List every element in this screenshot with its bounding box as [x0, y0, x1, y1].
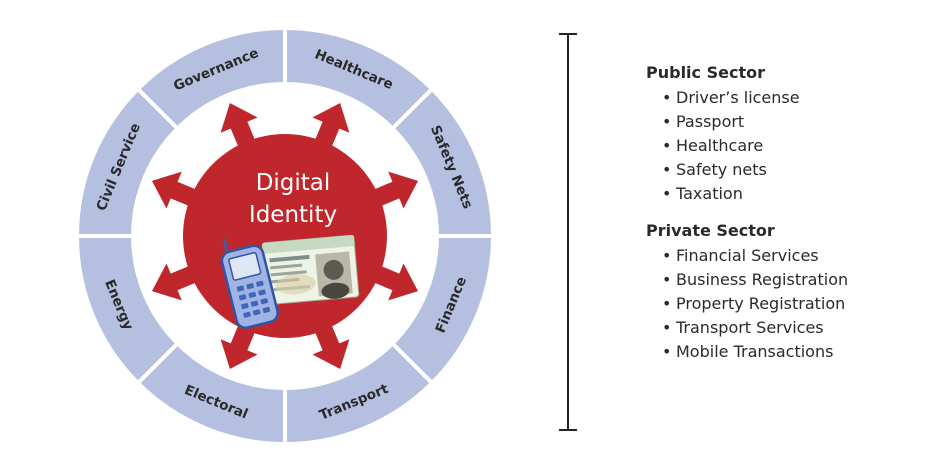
sector-items: Driver’s licensePassportHealthcareSafety…	[646, 86, 932, 206]
arrow	[220, 321, 258, 370]
sector-title: Public Sector	[646, 63, 765, 82]
list-item: Financial Services	[662, 244, 932, 268]
arrow	[151, 263, 200, 301]
arrows	[151, 102, 419, 370]
id-card-icon	[261, 234, 360, 306]
list-item: Mobile Transactions	[662, 340, 932, 364]
list-item: Passport	[662, 110, 932, 134]
arrow	[312, 321, 350, 370]
sector-0: Public SectorDriver’s licensePassportHea…	[646, 62, 932, 206]
arrow	[151, 171, 200, 209]
list-item: Transport Services	[662, 316, 932, 340]
list-item: Safety nets	[662, 158, 932, 182]
ring-segment	[135, 25, 287, 132]
center-circle	[183, 134, 387, 338]
arrow	[370, 171, 419, 209]
list-item: Business Registration	[662, 268, 932, 292]
center-title-line1: Digital	[256, 170, 331, 196]
sector-1: Private SectorFinancial ServicesBusiness…	[646, 220, 932, 364]
mobile-phone-icon	[220, 238, 279, 330]
center-title-line2: Identity	[249, 202, 337, 228]
arrow	[370, 263, 419, 301]
arrow	[220, 102, 258, 151]
list-item: Property Registration	[662, 292, 932, 316]
sector-title: Private Sector	[646, 221, 775, 240]
list-item: Healthcare	[662, 134, 932, 158]
list-item: Taxation	[662, 182, 932, 206]
list-item: Driver’s license	[662, 86, 932, 110]
sector-items: Financial ServicesBusiness RegistrationP…	[646, 244, 932, 364]
sector-lists: Public SectorDriver’s licensePassportHea…	[646, 62, 932, 378]
bracket-divider	[558, 33, 578, 431]
arrow	[312, 102, 350, 151]
